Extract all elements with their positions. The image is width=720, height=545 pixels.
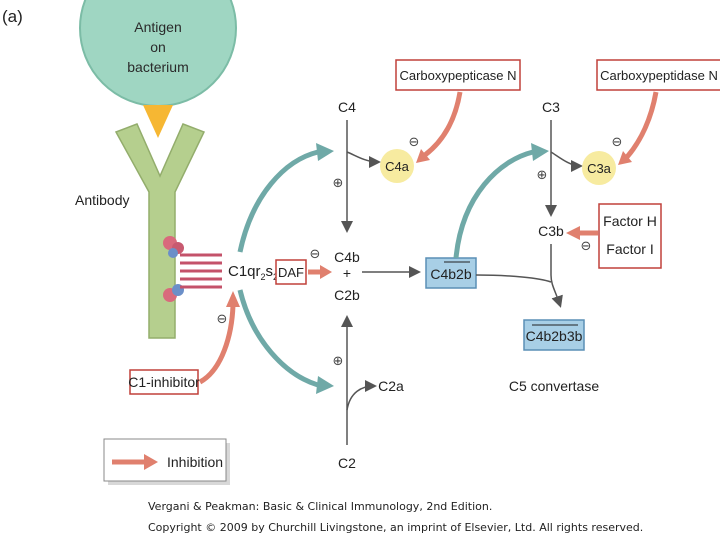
c2-plus-sign: ⊕ (333, 353, 344, 368)
c4b-label: C4b (334, 249, 360, 265)
c4b2b-to-c5-line (475, 274, 552, 283)
carboxypeptidase-label-1: Carboxypepticase N (399, 68, 516, 83)
c3a-circle (582, 151, 616, 185)
carboxypeptidase-label-2: Carboxypeptidase N (600, 68, 718, 83)
carboxypeptidase-box-2 (596, 59, 720, 91)
credit-line-2: Copyright © 2009 by Churchill Livingston… (148, 521, 644, 534)
bacterium-label-2: on (150, 39, 166, 55)
c2-to-c2a-line (346, 380, 377, 411)
daf-label: DAF (278, 265, 304, 280)
c3b-inhibit-sign: ⊖ (581, 238, 592, 253)
carboxypeptidase-box-1 (395, 59, 521, 91)
c1-complex: C1qr2s2 (163, 236, 278, 302)
c1-s: s (266, 263, 274, 280)
legend: Inhibition (103, 438, 230, 485)
panel-label: (a) (2, 7, 23, 26)
c1-label: C1qr (228, 263, 261, 280)
c3-label: C3 (542, 99, 560, 115)
c2b-label: C2b (334, 287, 360, 303)
legend-inhibition-label: Inhibition (167, 454, 223, 470)
c1-to-c4-arrow (237, 149, 319, 253)
daf-inhibit-sign: ⊖ (310, 246, 321, 261)
c3b-label: C3b (538, 223, 564, 239)
c3a-inhibit-sign: ⊖ (612, 134, 623, 149)
c4b2b-label: C4b2b (430, 266, 471, 282)
c1-inhibit-sign: ⊖ (217, 311, 228, 326)
c4b2b3b-label: C4b2b3b (526, 328, 583, 344)
c1-to-c2-arrow (237, 289, 319, 388)
bacterium-label-3: bacterium (127, 59, 188, 75)
antibody-label: Antibody (75, 192, 129, 208)
c1-inhibitor-label: C1-inhibitor (128, 374, 200, 390)
svg-text:C1qr2s2: C1qr2s2 (228, 263, 278, 282)
factor-hi-box (598, 203, 662, 269)
c3-plus-sign: ⊕ (537, 167, 548, 182)
c2-label: C2 (338, 455, 356, 471)
c4b2b-box (425, 257, 477, 289)
c3b-to-c5-convertase-line (550, 244, 563, 308)
c1-sub: 2 (261, 272, 266, 282)
carboxypeptidase-arrow-2 (625, 91, 659, 159)
c3a-label: C3a (587, 161, 612, 176)
bacterium: Antigen on bacterium (79, 0, 237, 107)
bacterium-label-1: Antigen (134, 19, 181, 35)
plus-label: + (343, 265, 351, 281)
c5-convertase-label: C5 convertase (509, 378, 599, 394)
c4-to-c4a-line (346, 151, 381, 168)
c3-to-c3a-line (550, 151, 583, 172)
c2a-label: C2a (378, 378, 404, 394)
factor-h-label: Factor H (603, 213, 657, 229)
c4a-circle (380, 149, 414, 183)
c4b2b-to-c3-arrow (453, 149, 534, 259)
antigen-tip (143, 105, 173, 138)
credit-line-1: Vergani & Peakman: Basic & Clinical Immu… (148, 500, 493, 513)
daf-box (275, 259, 307, 285)
c4-plus-sign: ⊕ (333, 175, 344, 190)
antibody: Antibody (75, 123, 206, 339)
c1-inhibitor-box (129, 369, 199, 395)
c1-inhibitor-arrow (198, 304, 236, 385)
c4-label: C4 (338, 99, 356, 115)
carboxypeptidase-arrow-1 (423, 91, 463, 157)
factor-i-label: Factor I (606, 241, 653, 257)
c4a-inhibit-sign: ⊖ (409, 134, 420, 149)
c4a-label: C4a (385, 159, 410, 174)
